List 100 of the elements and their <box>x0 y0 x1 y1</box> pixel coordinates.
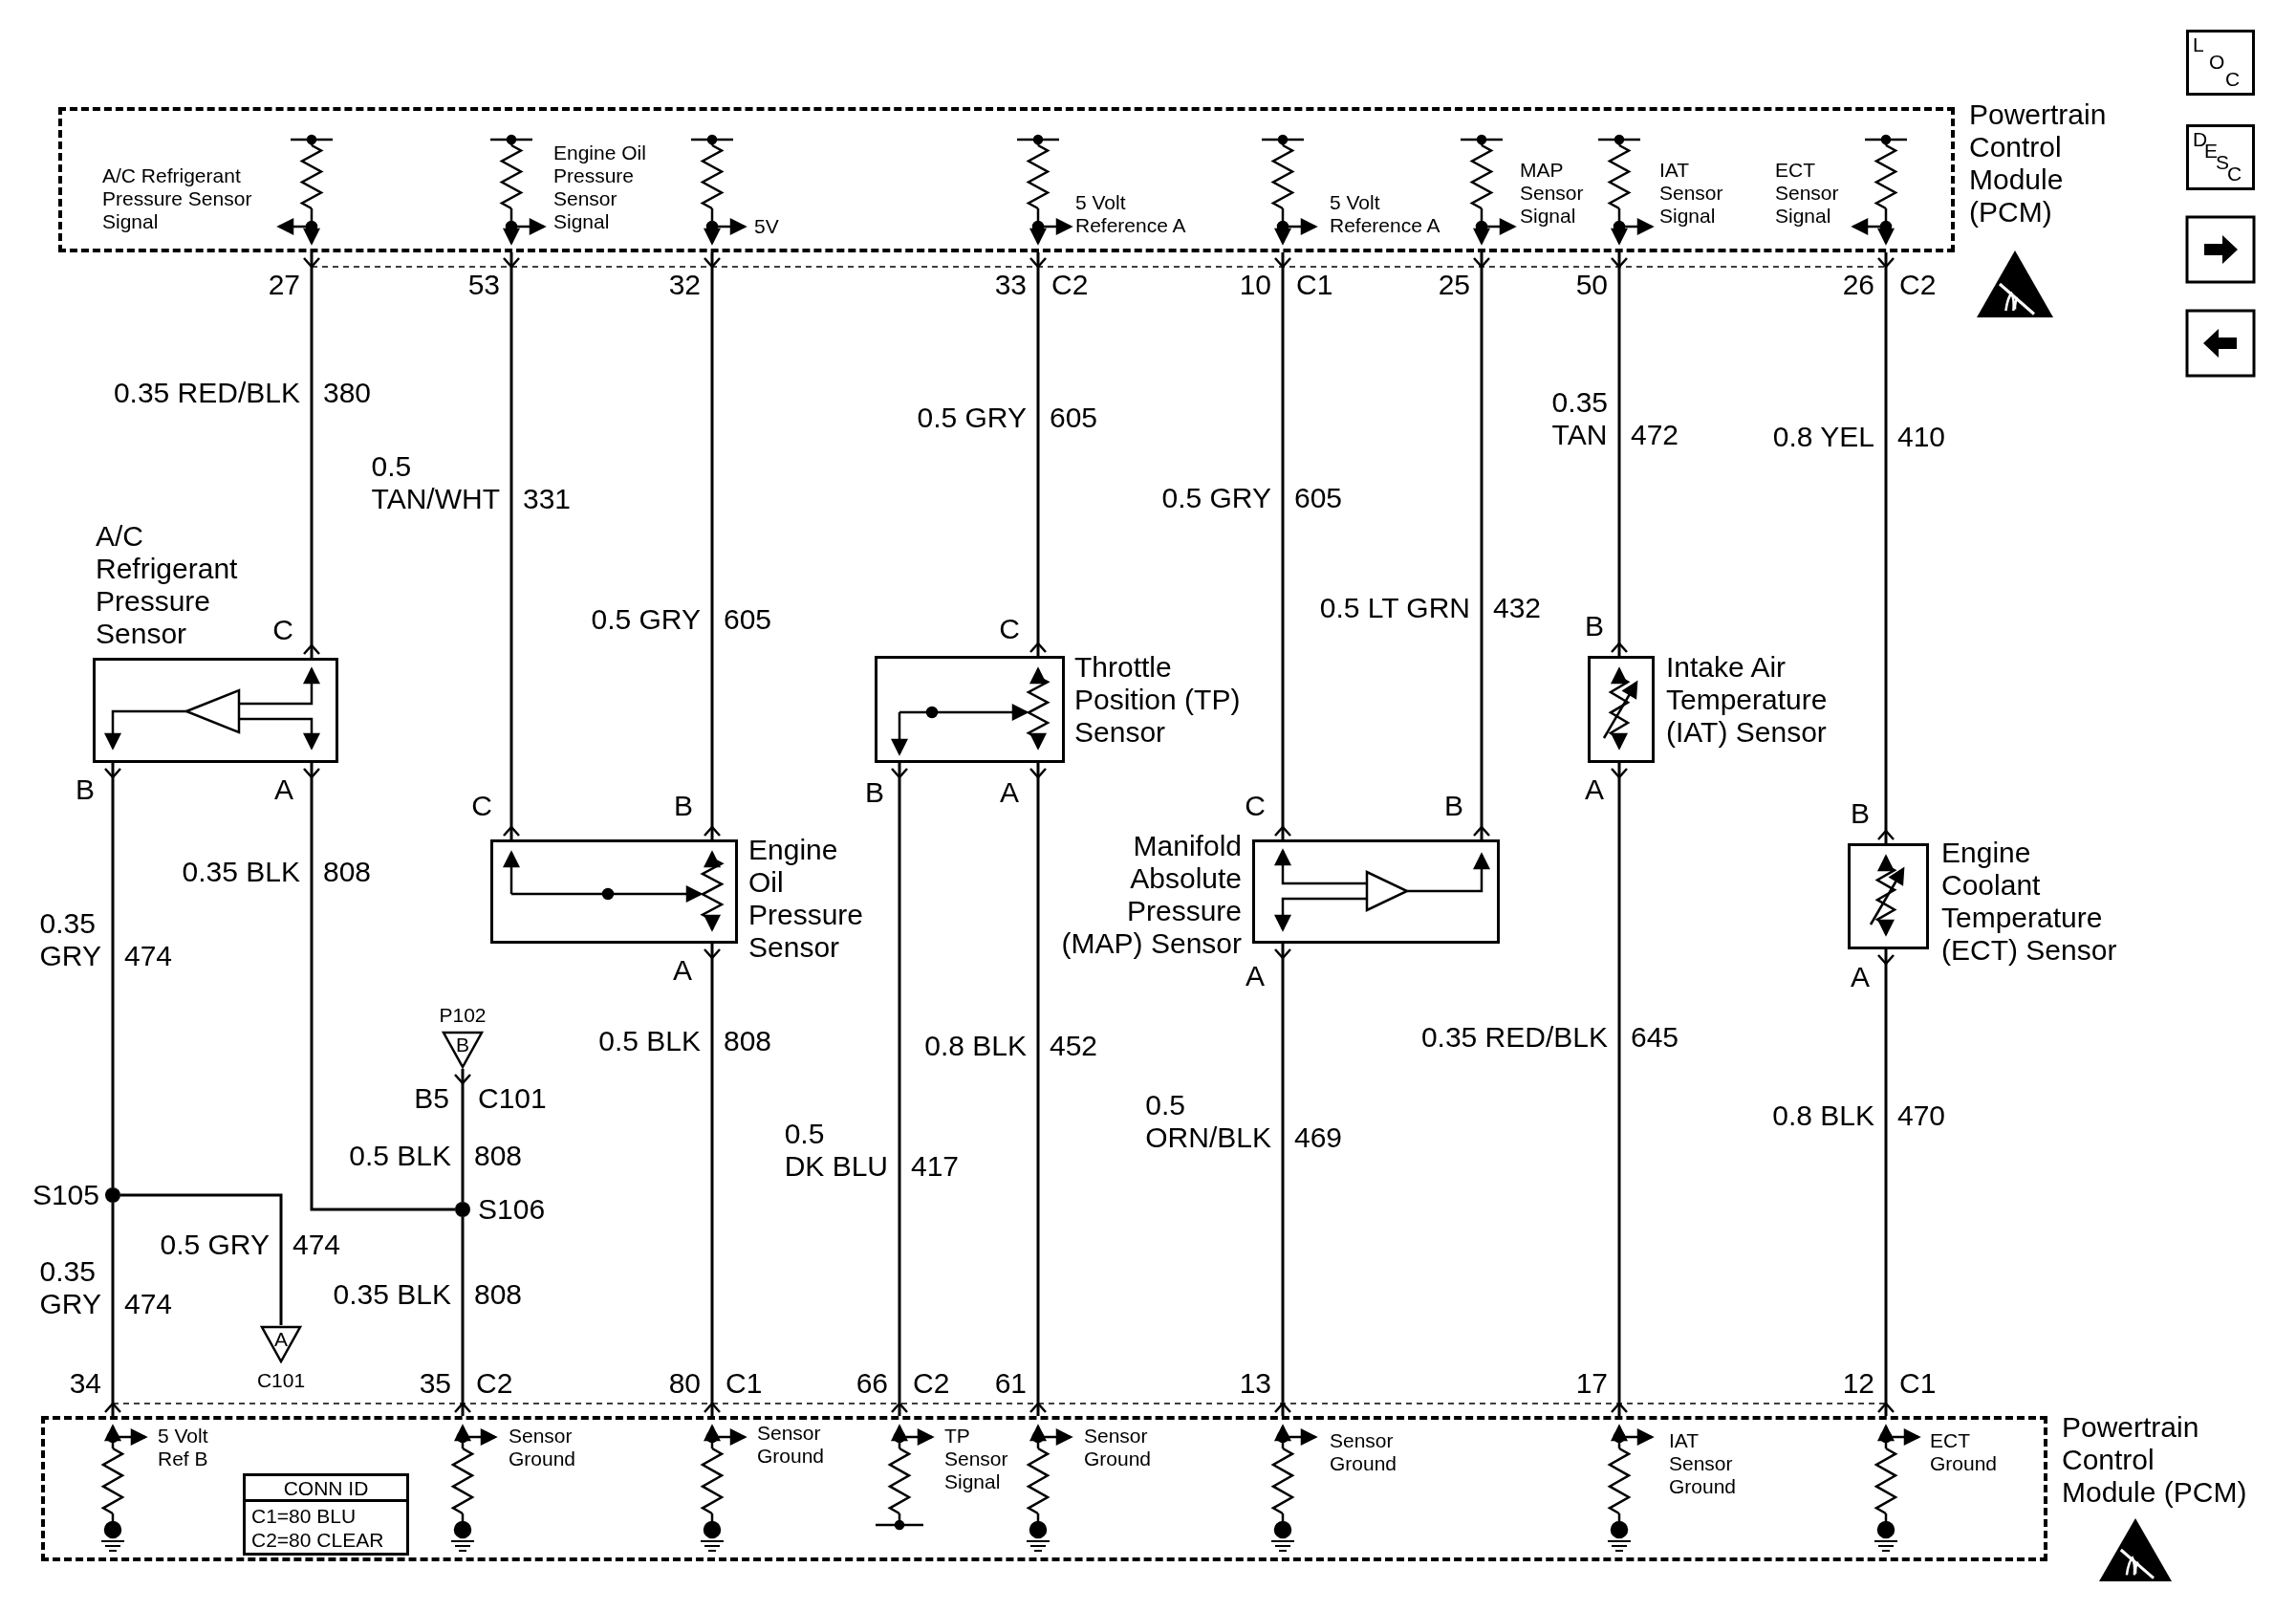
wire <box>890 763 909 1416</box>
pcm-signal-label: Sensor Ground <box>1330 1429 1398 1475</box>
pin-letter: B <box>673 790 694 822</box>
wire <box>302 763 455 1211</box>
connector-id: C2 <box>1051 269 1089 301</box>
pin-number: 50 <box>1575 269 1608 301</box>
wire-label: 0.5 LT GRN 432 <box>1319 592 1542 624</box>
connector-assignment: C2=80 CLEAR <box>251 1529 384 1552</box>
wire-label: 0.5 TAN/WHT 331 <box>371 450 572 515</box>
pcm-signal-label: MAP Sensor Signal <box>1520 159 1585 228</box>
wire <box>1273 944 1292 1416</box>
pin-number: 17 <box>1575 1367 1608 1400</box>
pin-number: 66 <box>856 1367 888 1400</box>
wire-label: 0.35 RED/BLK 380 <box>113 377 372 409</box>
pcm-signal-label: 5 Volt Reference A <box>1330 191 1441 237</box>
pin-letter: B <box>1443 790 1464 822</box>
sensor-label: Manifold Absolute Pressure (MAP) Sensor <box>1060 830 1242 960</box>
pin-letter: B <box>1584 610 1605 642</box>
pcm-signal-label: 5V <box>754 215 779 238</box>
pin-number: 13 <box>1239 1367 1271 1400</box>
cavity-number: B5 <box>414 1082 449 1115</box>
wire <box>1472 252 1491 839</box>
pin-number: 61 <box>994 1367 1027 1400</box>
wire <box>1029 763 1048 1416</box>
pin-letter: C <box>470 790 493 822</box>
wire-label: 0.5 GRY 605 <box>591 603 772 636</box>
connector-id: C2 <box>913 1367 950 1400</box>
wire-label: 0.8 BLK 470 <box>1772 1099 1946 1132</box>
wire-label: 0.5 GRY 605 <box>917 402 1098 434</box>
connector-id: C2 <box>1899 269 1937 301</box>
connector-id: C1 <box>726 1367 763 1400</box>
pin-number: 53 <box>467 269 500 301</box>
pcm-signal-label: Engine Oil Pressure Sensor Signal <box>553 142 647 233</box>
pin-letter: A <box>1584 773 1605 806</box>
pcm-signal-label: A/C Refrigerant Pressure Sensor Signal <box>102 164 253 233</box>
pcm-signal-label: 5 Volt Ref B <box>158 1425 209 1470</box>
pcm-signal-label: Sensor Ground <box>1084 1425 1153 1470</box>
pcm-signal-label: TP Sensor Signal <box>944 1425 1009 1493</box>
pcm-signal-label: ECT Ground <box>1930 1429 1999 1475</box>
connector-letter: A <box>273 1328 289 1351</box>
pin-number: 80 <box>668 1367 701 1400</box>
wire <box>1273 252 1292 839</box>
connector-assignment: C1=80 BLU <box>251 1505 357 1528</box>
wire-label: 0.35 BLK 808 <box>182 856 372 888</box>
pcm-signal-label: IAT Sensor Ground <box>1669 1429 1738 1498</box>
sensor-label: Engine Coolant Temperature (ECT) Sensor <box>1941 837 2118 967</box>
pin-letter: C <box>1244 790 1267 822</box>
pcm-signal-label: ECT Sensor Signal <box>1775 159 1840 228</box>
pcm-signal-label: IAT Sensor Signal <box>1659 159 1724 228</box>
wire-label: 0.5 DK BLU 417 <box>784 1118 960 1183</box>
wire-label: 0.5 ORN/BLK 469 <box>1145 1089 1343 1154</box>
wire-label: 0.35 GRY 474 <box>39 907 173 972</box>
wire-label: 0.35 RED/BLK 645 <box>1420 1021 1679 1054</box>
wire <box>1876 949 1895 1416</box>
pin-letter: A <box>999 776 1020 809</box>
loc-button: LOC <box>2186 30 2255 96</box>
connector-letter: B <box>455 1034 470 1056</box>
sensor-label: Engine Oil Pressure Sensor <box>748 834 865 964</box>
pcm-signal-label: Sensor Ground <box>757 1422 826 1468</box>
pin-letter: B <box>1850 797 1871 830</box>
connector-label: C101 <box>255 1369 307 1392</box>
pin-number: 12 <box>1842 1367 1874 1400</box>
wire <box>1610 763 1629 1416</box>
pcm-signal-label: 5 Volt Reference A <box>1075 191 1187 237</box>
wire-label: 0.8 YEL 410 <box>1772 421 1946 453</box>
pin-letter: B <box>75 773 96 806</box>
pin-letter: B <box>864 776 885 809</box>
pin-number: 26 <box>1842 269 1874 301</box>
pin-letter: A <box>672 954 693 987</box>
connector-label: P102 <box>438 1004 487 1027</box>
sensor-label: Intake Air Temperature (IAT) Sensor <box>1666 651 1829 749</box>
splice-label: S105 <box>32 1179 99 1211</box>
wire <box>103 763 122 1187</box>
pin-number: 25 <box>1438 269 1470 301</box>
connector-id: C1 <box>1296 269 1333 301</box>
sensor-label: Throttle Position (TP) Sensor <box>1074 651 1242 749</box>
module-label: Powertrain Control Module (PCM) <box>1969 98 2108 229</box>
table-heading: CONN ID <box>246 1476 406 1502</box>
connector-id: C101 <box>478 1082 547 1115</box>
wire <box>103 1203 122 1416</box>
connector-id: C2 <box>476 1367 513 1400</box>
pin-number: 27 <box>268 269 300 301</box>
connector-id: C1 <box>1899 1367 1937 1400</box>
sensor-label: A/C Refrigerant Pressure Sensor <box>96 520 239 650</box>
wire <box>703 252 722 839</box>
pin-letter: C <box>998 613 1021 645</box>
wire-label: 0.35 TAN 472 <box>1551 386 1679 451</box>
pin-number: 35 <box>419 1367 451 1400</box>
wire <box>502 252 521 839</box>
pin-letter: C <box>271 614 294 646</box>
pin-number: 33 <box>994 269 1027 301</box>
wire <box>1029 252 1048 656</box>
wire <box>1876 252 1895 843</box>
wire-label: 0.8 BLK 452 <box>924 1030 1098 1062</box>
wire <box>703 944 722 1416</box>
wire-label: 0.5 BLK 808 <box>598 1025 772 1057</box>
wire-label: 0.5 BLK 808 <box>349 1140 523 1172</box>
wire <box>453 1217 472 1416</box>
desc-button: DESC <box>2186 124 2255 190</box>
wire <box>120 1193 283 1325</box>
